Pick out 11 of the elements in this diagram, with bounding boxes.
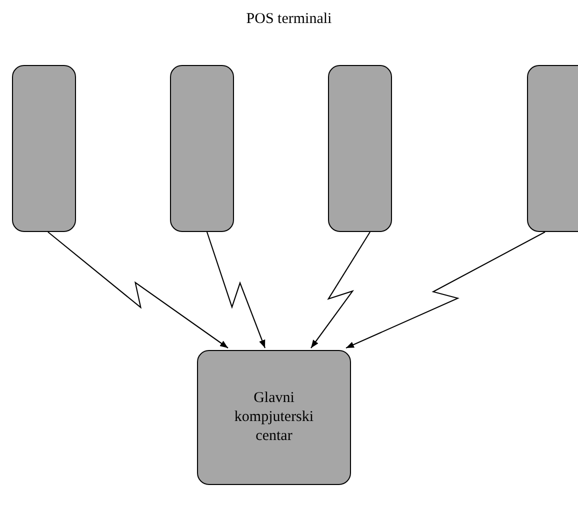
lightning-arrow [346, 232, 546, 348]
terminal-box [170, 65, 234, 232]
node-label: Glavni kompjuterski centar [233, 389, 315, 446]
terminal-box [12, 65, 76, 232]
terminal-box [527, 65, 578, 232]
diagram-title: POS terminali [245, 11, 333, 28]
computer-center-box [197, 350, 351, 485]
terminal-box [328, 65, 392, 232]
lightning-arrow [206, 232, 266, 348]
lightning-arrow [310, 232, 370, 348]
lightning-arrow [48, 232, 228, 348]
